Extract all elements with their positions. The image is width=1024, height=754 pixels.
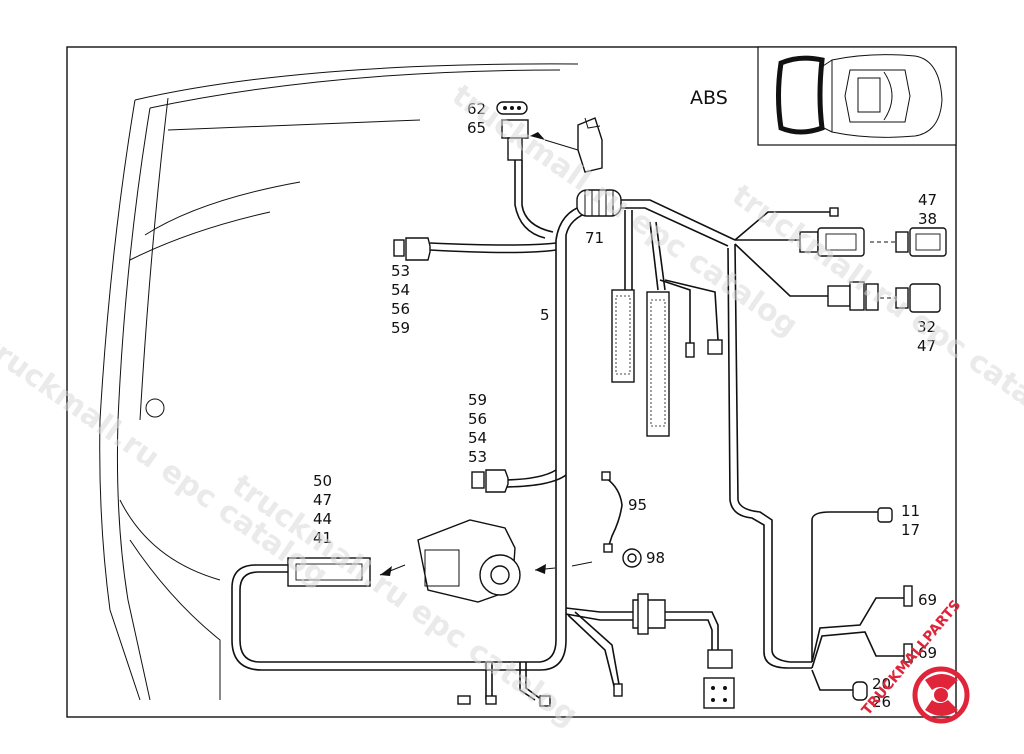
abs-control-unit-connector (287, 557, 406, 587)
brand-logo: TRUCKMALLPARTS (859, 597, 970, 724)
connector-pair-47-38 (799, 227, 947, 257)
callout-17: 17 (901, 521, 920, 539)
callout-69: 69 (918, 591, 937, 609)
callout-95: 95 (628, 496, 647, 514)
connector-pair-32-47 (827, 281, 941, 313)
connector-53-59-top (393, 237, 431, 261)
callout-53: 53 (391, 262, 410, 280)
callout-54: 54 (391, 281, 410, 299)
callout-47: 47 (918, 191, 937, 209)
abs-hydraulic-unit (417, 519, 593, 603)
watermark-text: truckmall.ru epc catalog (225, 468, 584, 734)
callout-11: 11 (901, 502, 920, 520)
brand-name: TRUCKMALLPARTS (859, 597, 964, 718)
grommet-71 (576, 189, 622, 217)
callout-56: 56 (468, 410, 487, 428)
connector-53-59-middle (471, 469, 509, 493)
callout-71: 71 (585, 229, 604, 247)
callout-59: 59 (468, 391, 487, 409)
system-label: ABS (690, 87, 728, 109)
watermarks: truckmall.ru epc catalog truckmall.ru ep… (0, 78, 1024, 734)
bulkhead-outline (99, 63, 579, 701)
plug-bottom-right (632, 593, 735, 709)
callout-62: 62 (467, 100, 486, 118)
callout-54: 54 (468, 429, 487, 447)
callout-47: 47 (917, 337, 936, 355)
connector-62-65 (496, 101, 529, 161)
callout-65: 65 (467, 119, 486, 137)
sensor-95-98 (601, 471, 642, 568)
callout-50: 50 (313, 472, 332, 490)
callout-32: 32 (917, 318, 936, 336)
vehicle-overview-inset (757, 46, 957, 146)
ecu-connector-strips (611, 289, 723, 437)
callout-26: 26 (872, 693, 891, 711)
callout-44: 44 (313, 510, 332, 528)
callout-38: 38 (918, 210, 937, 228)
relay-connector (530, 117, 603, 173)
callout-56: 56 (391, 300, 410, 318)
ground-terminals (457, 683, 623, 707)
callout-59: 59 (391, 319, 410, 337)
watermark-text: truckmall.ru epc catalog (0, 328, 334, 594)
callout-labels: 62 65 71 5 53 54 56 59 59 56 54 53 50 47… (313, 100, 937, 711)
callout-69: 69 (918, 644, 937, 662)
callout-41: 41 (313, 529, 332, 547)
callout-53: 53 (468, 448, 487, 466)
callout-98: 98 (646, 549, 665, 567)
callout-20: 20 (872, 675, 891, 693)
callout-47: 47 (313, 491, 332, 509)
main-wiring-harness (231, 160, 719, 701)
right-wiring-harness (620, 199, 905, 691)
diagram-frame (66, 46, 957, 718)
callout-5: 5 (540, 306, 550, 324)
connectors-11-17-69-20-26 (829, 207, 913, 701)
